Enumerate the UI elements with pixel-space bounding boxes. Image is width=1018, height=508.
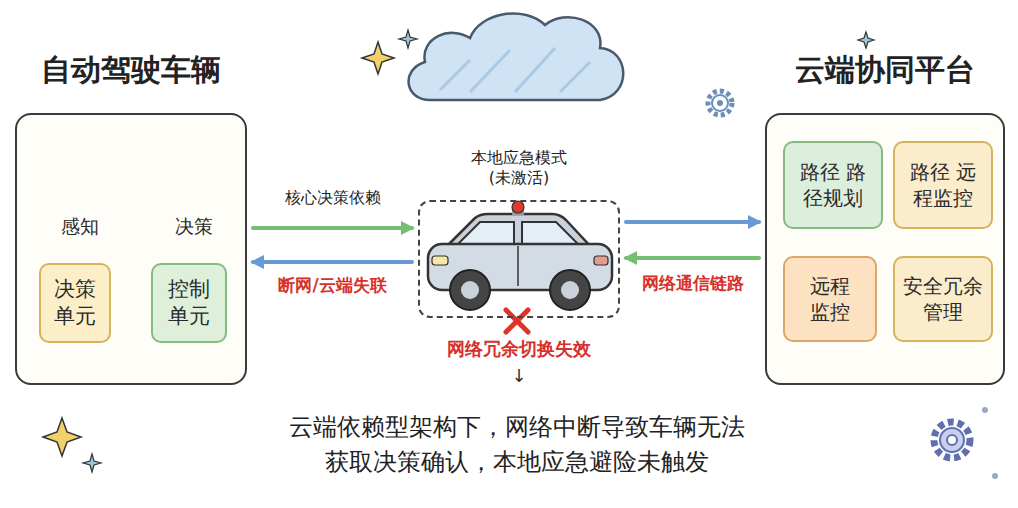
node-heading: 云端协同平台 — [767, 51, 1003, 89]
node-heading: 本地应急模式 (未激活) — [461, 148, 576, 188]
edge-label: 断网/云端失联 — [275, 274, 389, 297]
connector-arrow — [626, 220, 759, 224]
node-label: 决策 — [175, 214, 213, 239]
function-box: 路径 路径规划 — [783, 141, 883, 229]
function-box: 远程 监控 — [783, 256, 877, 342]
edge-label: 核心决策依赖 — [282, 188, 384, 209]
decision-unit-box: 决策 单元 — [39, 263, 111, 343]
node-heading: 自动驾驶车辆 — [17, 51, 245, 89]
node-label: 路径 路径规划 — [790, 159, 876, 211]
function-box: 安全冗余 管理 — [893, 256, 993, 342]
control-unit-box: 控制 单元 — [151, 263, 227, 343]
down-arrow: ↓ — [417, 365, 621, 386]
function-box: 路径 远程监控 — [893, 141, 993, 229]
car — [428, 201, 612, 310]
node-label: 决策 单元 — [52, 276, 98, 331]
caption: 云端依赖型架构下，网络中断导致车辆无法获取决策确认，本地应急避险未触发 — [284, 410, 750, 480]
cloud-shade — [440, 48, 590, 92]
failure-note: 网络冗余切换失效 — [417, 337, 621, 361]
node-label: 远程 监控 — [807, 273, 853, 325]
node-label: 控制 单元 — [166, 276, 212, 331]
sparkle — [362, 42, 394, 74]
edge-label: 网络通信链路 — [639, 272, 747, 295]
connector-arrow — [626, 256, 759, 260]
decision-item: 决策 — [157, 151, 231, 243]
gear — [934, 422, 970, 458]
node-label: 路径 远程监控 — [900, 159, 986, 211]
sparkle — [83, 454, 101, 472]
sparkle — [858, 32, 874, 48]
connector-arrow — [253, 260, 412, 264]
node-label: 安全冗余 管理 — [900, 273, 986, 325]
gear — [708, 91, 732, 115]
sparkle — [43, 418, 81, 456]
vehicle-panel: 自动驾驶车辆感知决策决策 单元控制 单元 — [15, 113, 247, 385]
sparkle — [399, 30, 417, 48]
dot — [992, 473, 998, 479]
local-emergency-box: 本地应急模式 (未激活) — [418, 200, 620, 318]
cloud — [409, 13, 624, 100]
connector-arrow — [253, 226, 412, 230]
node-label: 感知 — [61, 214, 99, 239]
perception-item: 感知 — [47, 151, 113, 243]
cloud-panel: 云端协同平台路径 路径规划路径 远程监控远程 监控安全冗余 管理 — [765, 113, 1005, 385]
dot — [982, 407, 988, 413]
failure-cross — [506, 310, 528, 332]
